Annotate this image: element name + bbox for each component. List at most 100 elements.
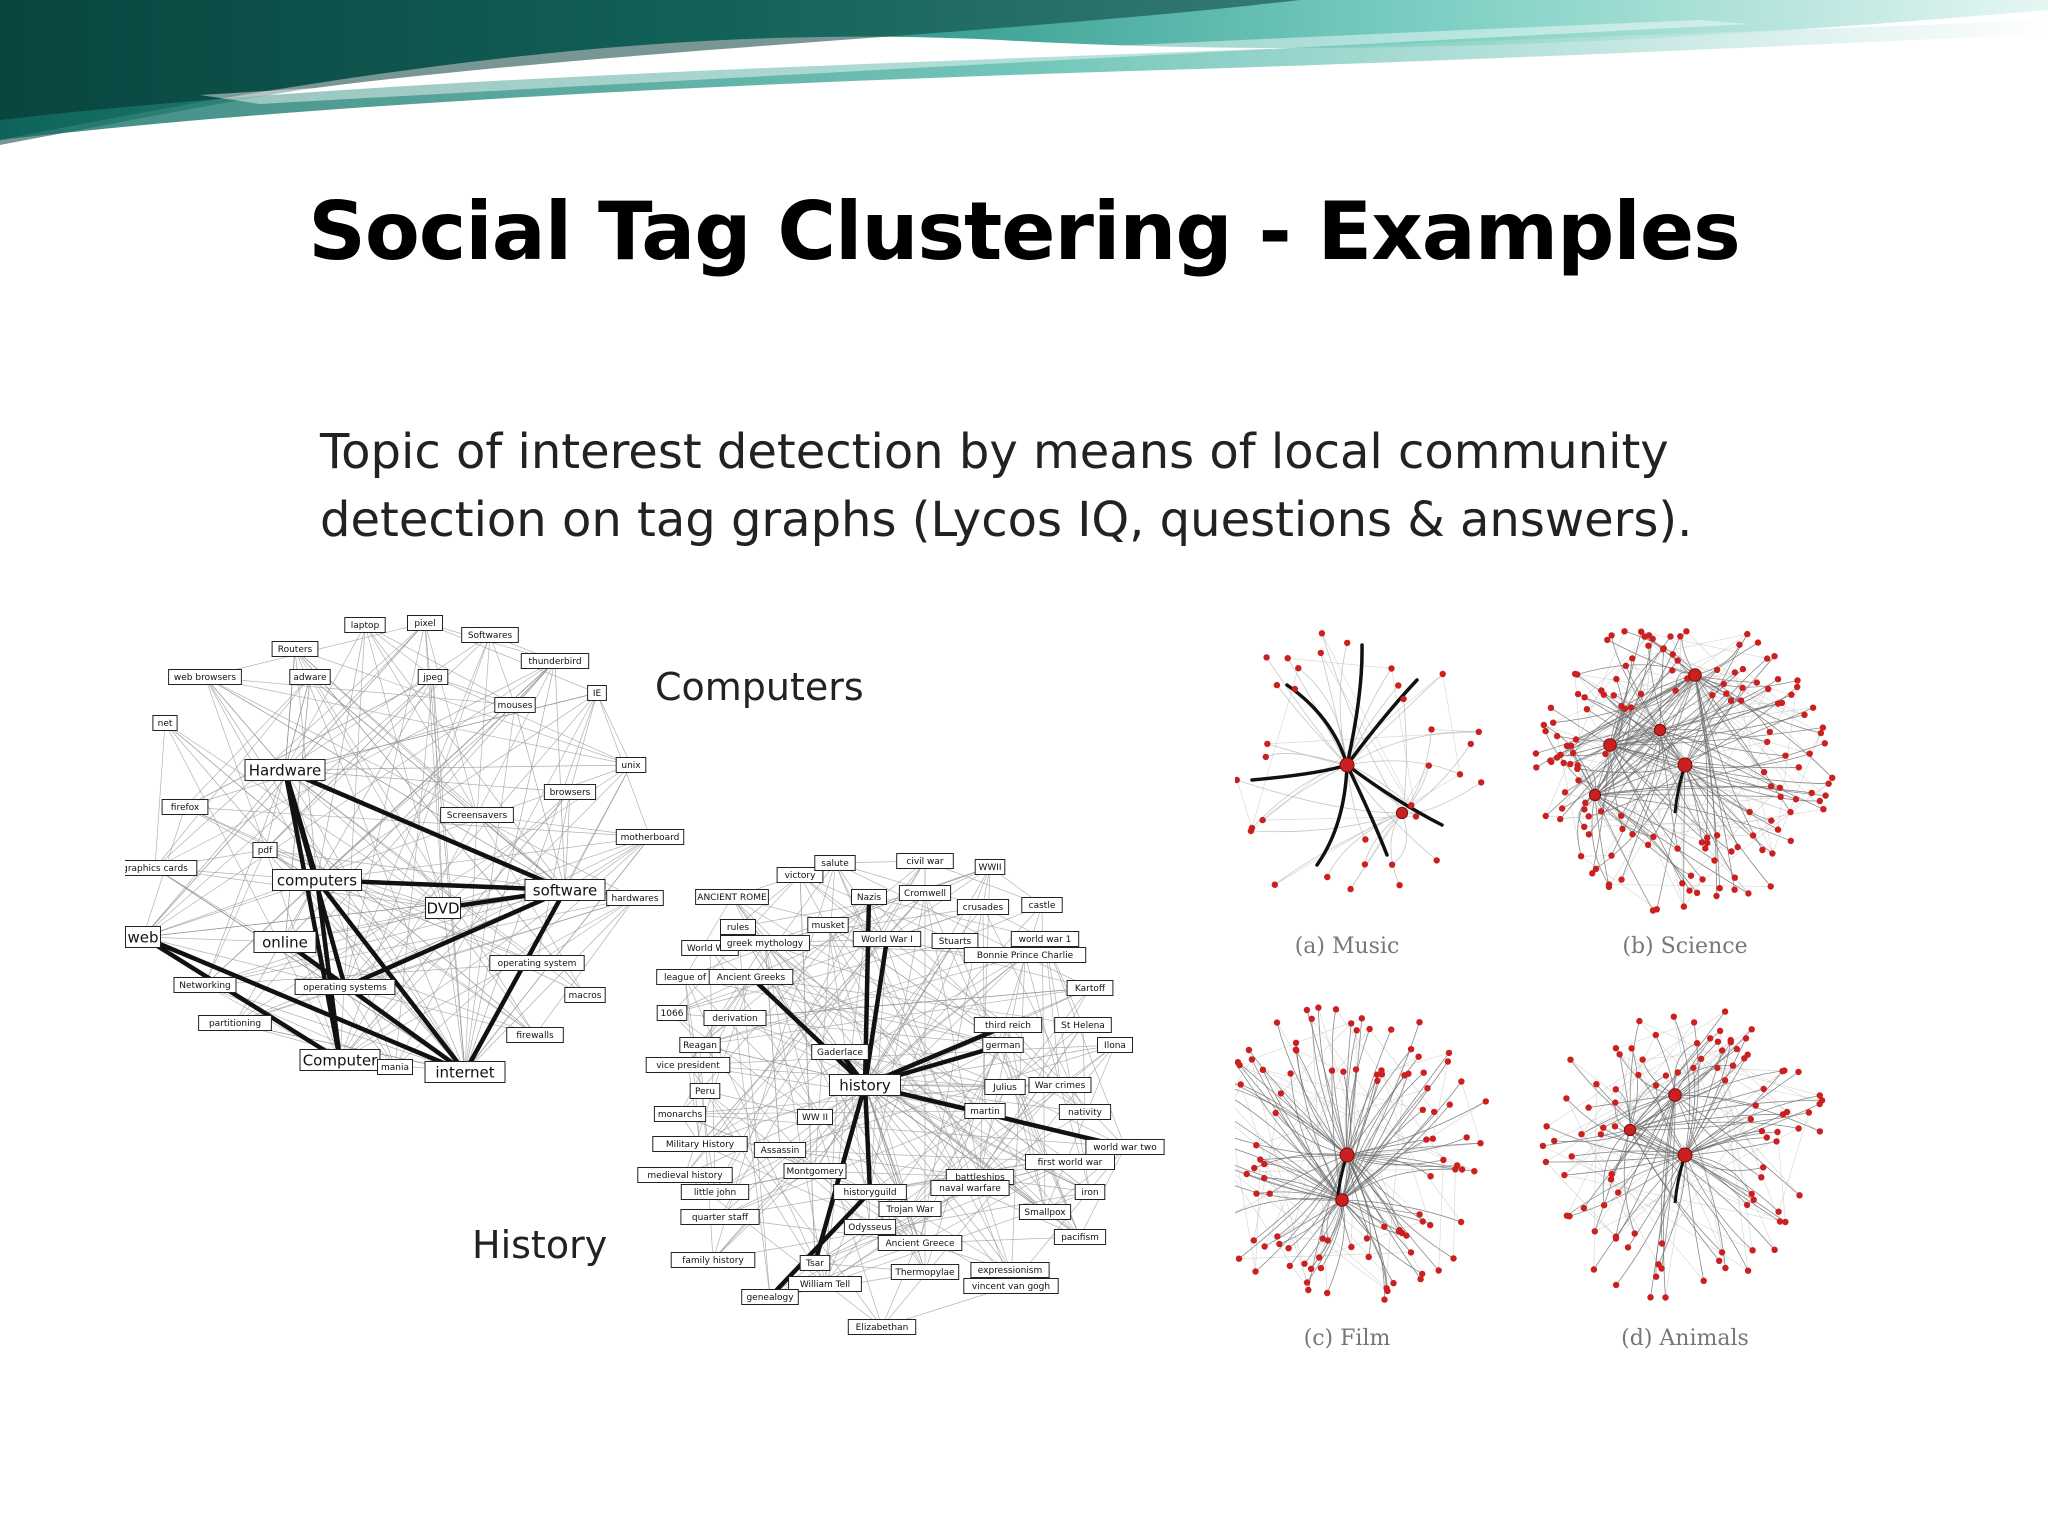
network-edge [1264, 1199, 1343, 1247]
network-node [1792, 796, 1800, 803]
network-node [1272, 1109, 1279, 1117]
computers-cluster-title: Computers [655, 665, 864, 709]
network-node [1374, 1077, 1381, 1085]
network-edge [1593, 1154, 1686, 1270]
network-node [1561, 789, 1569, 796]
network-node [1711, 857, 1718, 864]
computers-strong-edge [282, 767, 343, 1063]
network-node [1613, 675, 1620, 683]
network-node [1795, 1125, 1802, 1132]
computers-tag: web [125, 926, 161, 948]
computers-tag: Routers [271, 641, 319, 657]
history-tag-label: St Helena [1061, 1021, 1105, 1031]
history-tag-box [1010, 931, 1080, 947]
network-edge [1346, 731, 1479, 766]
computers-tag-box [377, 1059, 413, 1075]
network-edge [1684, 1071, 1799, 1156]
history-edge [864, 1084, 1086, 1113]
history-tag-label: Smallpox [1024, 1208, 1066, 1218]
network-node [1719, 1047, 1726, 1054]
history-tag-box [1053, 1229, 1107, 1245]
network-edge [1584, 696, 1686, 766]
network-edge [1306, 1049, 1412, 1283]
computers-edge [464, 814, 478, 1073]
computers-tag-label: Softwares [468, 631, 513, 641]
computers-tag: Screensavers [440, 807, 514, 823]
network-node [1578, 1131, 1585, 1138]
network-edge [1588, 1094, 1676, 1108]
computers-tag-label: Hardware [249, 761, 321, 779]
network-edge [1586, 635, 1650, 710]
network-edge [1629, 1113, 1784, 1131]
network-node [1604, 636, 1611, 644]
history-tag-label: monarchs [658, 1110, 703, 1120]
network-edge [1276, 1022, 1348, 1156]
network-node [1766, 728, 1773, 736]
network-node [1777, 793, 1784, 801]
network-node [1264, 740, 1271, 748]
computers-edge [364, 624, 444, 909]
history-edge [834, 862, 981, 1178]
history-edge [684, 860, 926, 1176]
history-strong-edge [748, 974, 868, 1088]
history-tag: William Tell [788, 1276, 862, 1292]
network-edge [1256, 1191, 1343, 1201]
network-edge [1546, 1011, 1726, 1127]
network-node [1482, 1098, 1489, 1105]
history-tag: Odysseus [843, 1219, 897, 1235]
computers-tag-box [271, 641, 319, 657]
computers-strong-edge [314, 877, 468, 1075]
network-node [1699, 876, 1706, 883]
network-node [1597, 1131, 1605, 1138]
computers-tag: internet [424, 1061, 506, 1083]
computers-edge [154, 867, 466, 1073]
network-edge [1603, 1070, 1785, 1206]
network-node [1286, 1262, 1293, 1270]
computers-edge [534, 897, 636, 1036]
network-edge [1251, 1059, 1431, 1226]
history-edge [684, 896, 733, 978]
network-edge [1262, 1069, 1282, 1094]
computers-tag: software [524, 879, 606, 901]
network-edge [1345, 1023, 1352, 1156]
history-tag-box [852, 931, 922, 947]
network-edge [1600, 1133, 1686, 1156]
network-node [1636, 1017, 1643, 1025]
network-node [1446, 1101, 1453, 1108]
history-tag: Gaderlace [811, 1044, 869, 1060]
computers-tag-box [615, 829, 685, 845]
network-node [1608, 852, 1615, 859]
network-edge [1674, 1094, 1800, 1196]
network-node [1794, 677, 1801, 684]
network-edge [1381, 1070, 1431, 1226]
network-node [1317, 649, 1324, 657]
history-tag: vice president [645, 1057, 731, 1073]
network-node [1590, 1266, 1598, 1273]
history-tag: naval warfare [930, 1180, 1010, 1196]
network-node [1746, 808, 1753, 816]
network-node [1585, 813, 1592, 820]
network-edge [1684, 1070, 1783, 1156]
history-tag-box [851, 889, 887, 905]
computers-tag-label: pdf [258, 846, 273, 856]
history-tag-box [653, 1106, 707, 1122]
network-edge [1287, 657, 1392, 669]
history-edge [799, 874, 1086, 1113]
network-edge [1442, 673, 1461, 775]
network-edge [1701, 842, 1749, 894]
network-edge [1588, 674, 1696, 835]
network-edge [1586, 708, 1686, 766]
network-node [1363, 1235, 1371, 1242]
network-node [1458, 1078, 1465, 1085]
history-edge [1044, 1044, 1116, 1213]
history-edge [834, 862, 971, 1189]
computers-tag-box [253, 931, 317, 953]
history-tag-label: medieval history [647, 1171, 723, 1181]
network-hub-node [1339, 1147, 1355, 1163]
network-node [1736, 641, 1743, 648]
computers-tag-label: adware [293, 673, 327, 683]
network-node [1324, 873, 1331, 881]
computers-edge [164, 722, 466, 1073]
history-tag-box [811, 1044, 869, 1060]
history-tag-box [1085, 1139, 1165, 1155]
